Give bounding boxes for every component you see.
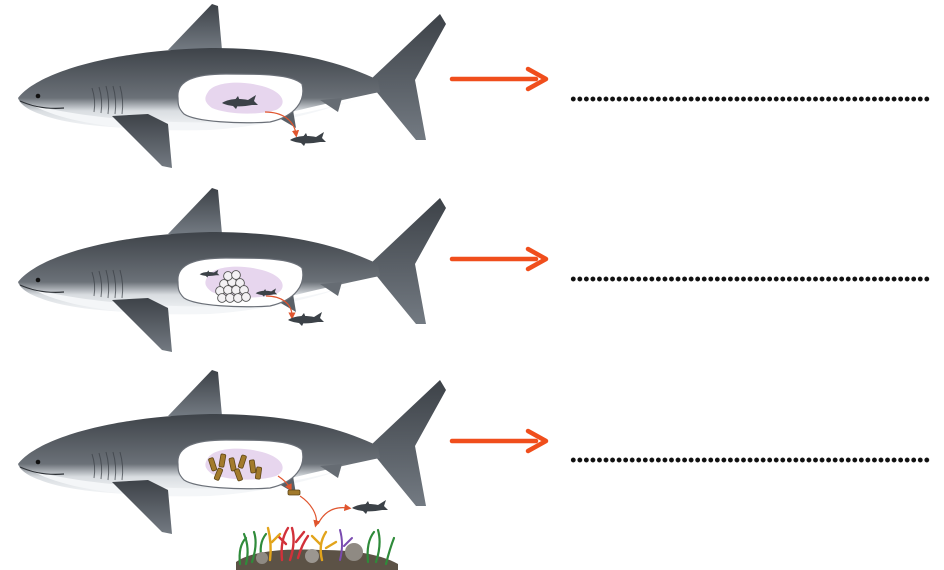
result-arrow-icon [452, 431, 546, 451]
deposit-arrow-icon [300, 496, 316, 524]
hatch-arrow-icon [318, 508, 348, 524]
diagram-row-live-birth [0, 0, 944, 190]
newborn-pup-icon [290, 132, 326, 146]
seafloor-reef-icon [236, 528, 398, 570]
diagram-row-egg-development [0, 184, 944, 374]
answer-blank-line[interactable] [570, 457, 930, 463]
answer-blank-line[interactable] [570, 276, 930, 282]
hatchling-pup-icon [352, 500, 388, 514]
diagram-row-substrate-deposit [0, 366, 944, 570]
shark-illustration [18, 188, 446, 352]
shark-illustration [18, 4, 446, 168]
result-arrow-icon [452, 69, 546, 89]
answer-blank-line[interactable] [570, 96, 930, 102]
egg-case-icon [288, 490, 300, 495]
newborn-pup-icon [288, 312, 324, 326]
result-arrow-icon [452, 249, 546, 269]
